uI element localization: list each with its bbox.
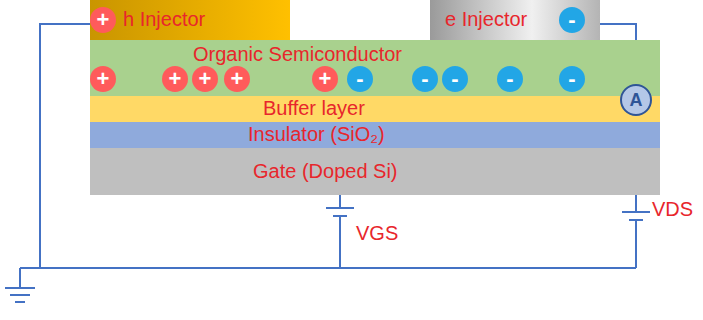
charge-sign: + [319,66,332,92]
hole-charge: + [312,66,338,92]
charge-sign: - [568,7,575,33]
wire [19,268,21,288]
meter-letter: A [630,90,643,111]
charge-sign: - [356,66,363,92]
charge-sign: - [506,66,513,92]
layer-label: Gate (Doped Si) [250,160,401,183]
wire [635,220,637,268]
wire [40,24,90,268]
voltage-label: VGS [354,222,400,245]
electron-charge: - [412,66,438,92]
electron-charge: - [559,7,585,33]
organic-layer: +++++-----Organic Semiconductor [90,40,660,96]
hole-charge: + [90,7,116,33]
wire [339,216,341,268]
insulator-layer: Insulator (SiO₂) [90,122,660,148]
hole-injector: h Injector [90,0,290,40]
layer-label: h Injector [120,8,208,31]
charge-sign: + [97,7,110,33]
voltage-label: VDS [650,198,695,221]
charge-sign: + [169,66,182,92]
ammeter-symbol: A [620,84,652,116]
wire [20,267,636,269]
charge-sign: - [568,66,575,92]
layer-label: Organic Semiconductor [190,43,405,66]
ground-symbol [5,288,35,302]
emission-wave [330,66,568,131]
hole-charge: + [90,66,116,92]
hole-charge: + [162,66,188,92]
hole-charge: + [224,66,250,92]
electron-charge: - [347,66,373,92]
layer-label: Buffer layer [260,97,368,120]
charge-sign: + [97,66,110,92]
layer-label: Insulator (SiO₂) [245,123,388,146]
electron-charge: - [559,66,585,92]
charge-sign: - [421,66,428,92]
battery-symbol [326,208,650,220]
charge-sign: + [231,66,244,92]
wire [339,195,341,208]
layer-label: e Injector [442,8,530,31]
gate-layer: Gate (Doped Si) [90,148,660,195]
buffer-layer: Buffer layer [90,96,660,122]
charge-sign: + [199,66,212,92]
emission-glow [285,62,405,106]
electron-charge: - [442,66,468,92]
electron-charge: - [497,66,523,92]
hole-charge: + [192,66,218,92]
charge-sign: - [451,66,458,92]
